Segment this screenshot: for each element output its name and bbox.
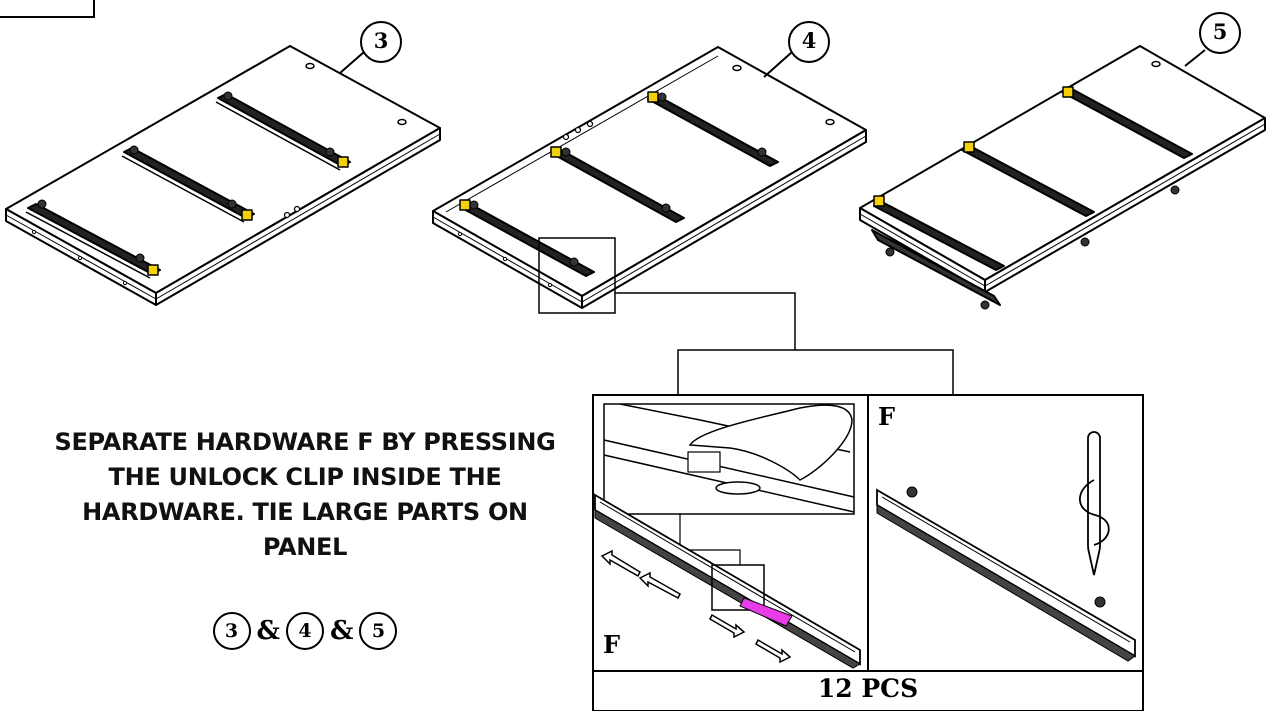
panel-3-callout-label: 3 xyxy=(373,28,389,53)
detail-table xyxy=(592,394,1144,711)
panel-5-callout xyxy=(1199,12,1241,54)
panel-3-drawing xyxy=(5,45,441,306)
ampersand: & xyxy=(330,616,354,646)
instruction-text: SEPARATE HARDWARE F BY PRESSING THE UNLO… xyxy=(54,428,556,561)
panel-3-callout xyxy=(360,21,402,63)
panel-ref-4: 4 xyxy=(286,612,324,650)
detail-left-label: F xyxy=(603,630,621,659)
panel-ref-3: 3 xyxy=(212,612,251,650)
quantity-label: 12 PCS xyxy=(817,674,919,703)
panel-4-drawing xyxy=(432,46,867,309)
hardware-f-rail-separating xyxy=(594,493,862,669)
zoom-leader xyxy=(615,292,796,395)
panel-reference-row: 3 & 4 & 5 xyxy=(190,608,420,654)
unlock-clip-closeup xyxy=(603,403,855,515)
corner-frame xyxy=(0,0,95,18)
detail-right-label: F xyxy=(878,402,896,431)
ampersand: & xyxy=(256,616,280,646)
hardware-f-assembled xyxy=(876,431,1136,662)
panel-5-callout-label: 5 xyxy=(1212,19,1228,44)
panel-4-callout-label: 4 xyxy=(801,28,817,53)
panel-ref-5: 5 xyxy=(359,612,398,650)
panel-5-drawing xyxy=(859,45,1266,310)
zoom-box xyxy=(538,237,616,314)
panel-4-callout xyxy=(788,21,830,63)
